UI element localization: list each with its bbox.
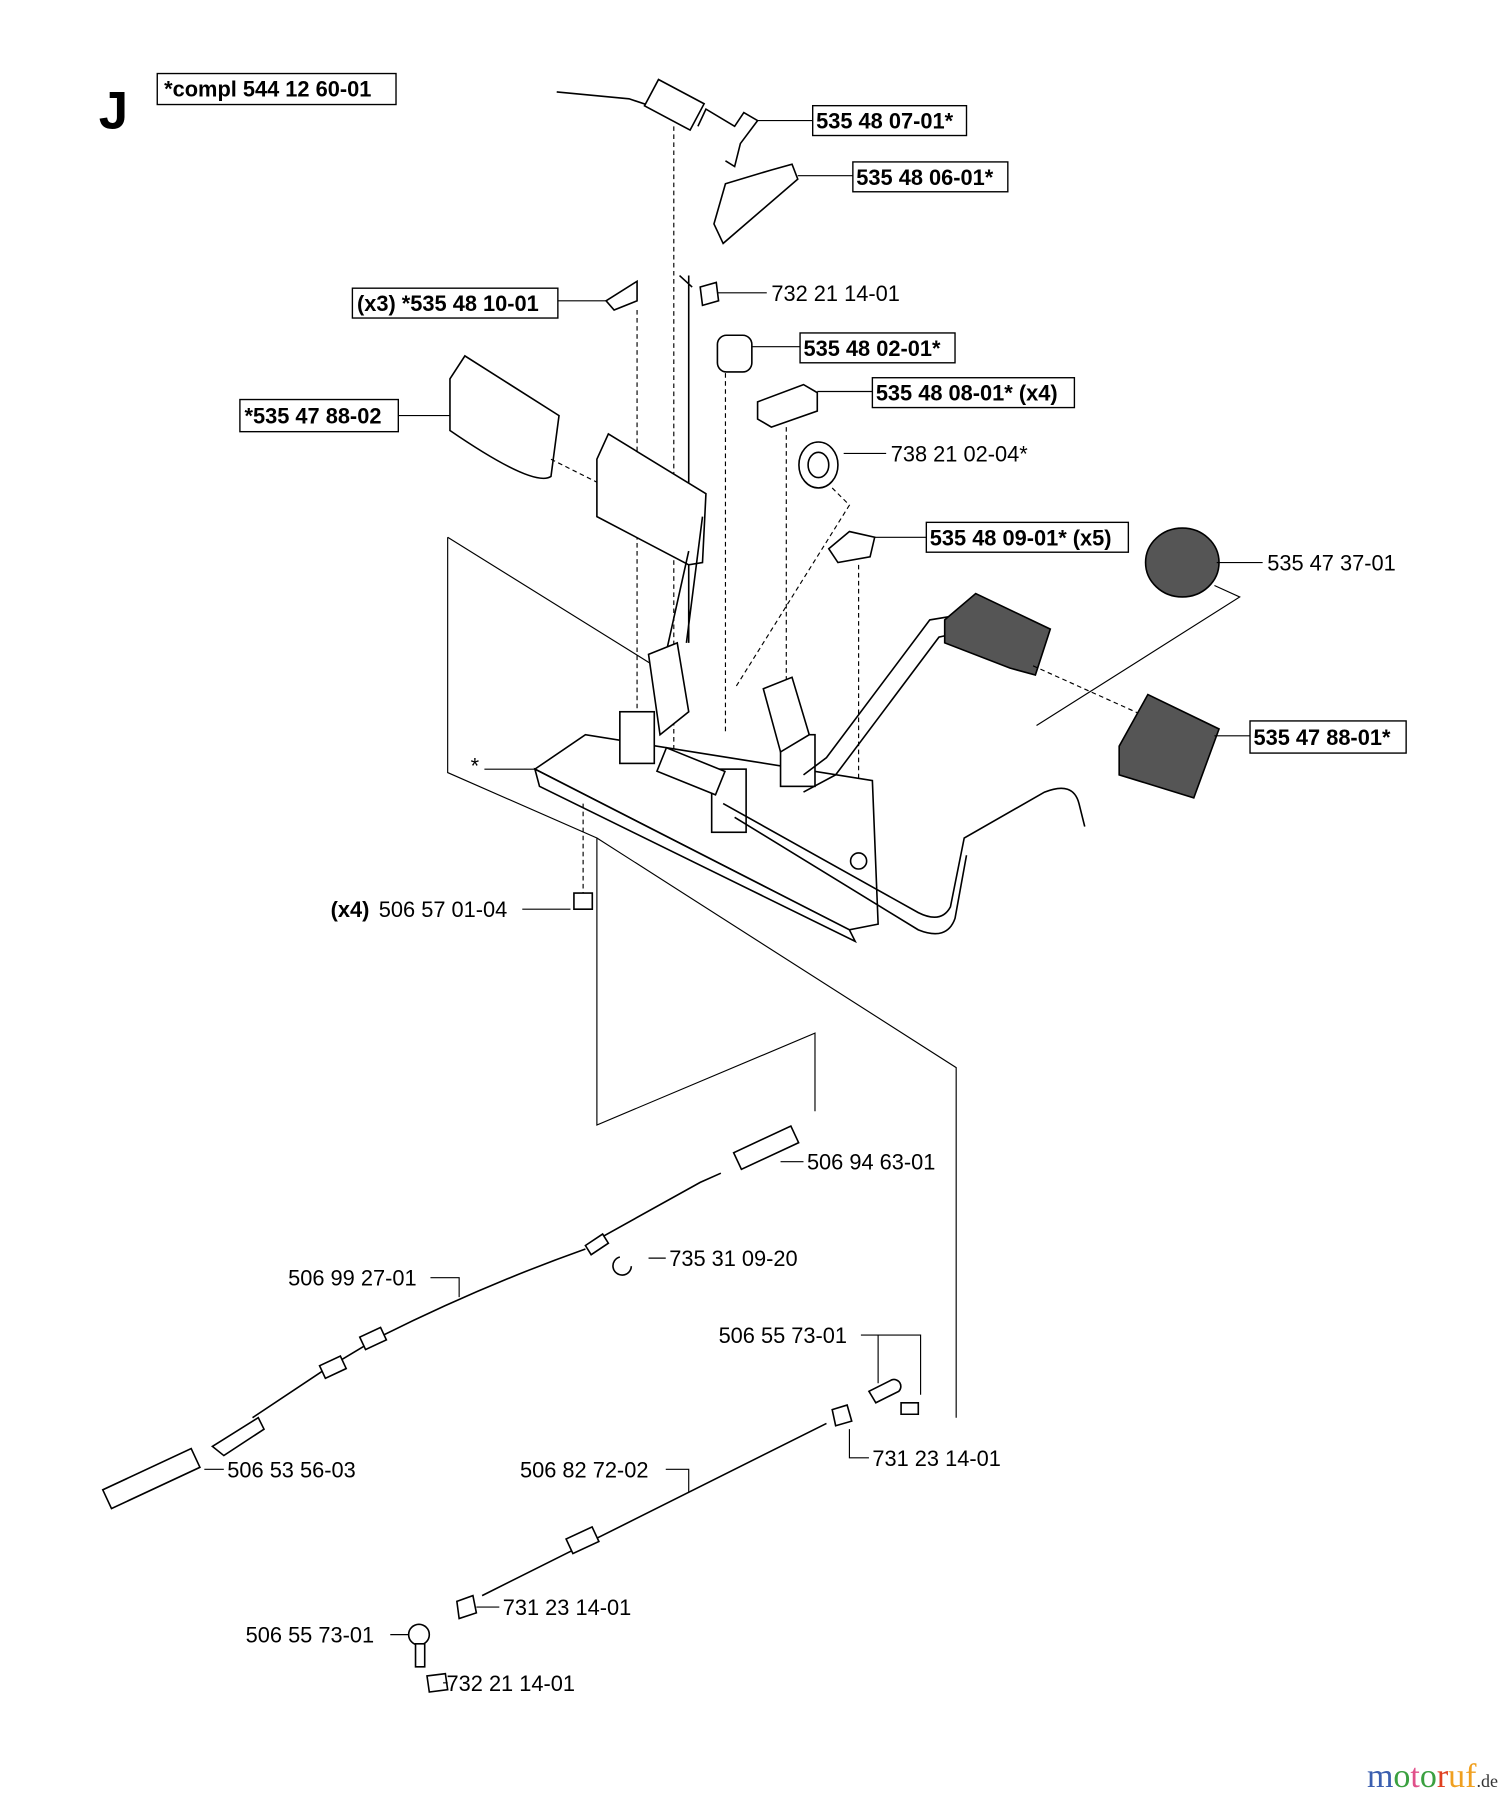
part-label-535-48-09-01[interactable]: 535 48 09-01* (x5) [925, 521, 1130, 553]
part-label-731-23-14-01[interactable]: 731 23 14-01 [872, 1446, 1000, 1471]
svg-text:*535 47 88-02: *535 47 88-02 [244, 404, 381, 429]
part-label-506-55-73-01[interactable]: 506 55 73-01 [719, 1323, 847, 1348]
svg-text:535 47 88-01*: 535 47 88-01* [1253, 725, 1390, 750]
part-label-535-48-07-01[interactable]: 535 48 07-01* [812, 104, 968, 137]
part-label-535-48-06-01[interactable]: 535 48 06-01* [852, 161, 1009, 193]
svg-text:(x3) *535 48 10-01: (x3) *535 48 10-01 [357, 291, 539, 316]
assembly-label[interactable]: *compl 544 12 60-01 [156, 72, 397, 106]
part-label-535-47-37-01[interactable]: 535 47 37-01 [1267, 551, 1395, 576]
part-label-506-53-56-03[interactable]: 506 53 56-03 [227, 1457, 355, 1482]
section-letter: J [99, 82, 128, 141]
part-label-738-21-02-04[interactable]: 738 21 02-04* [891, 442, 1028, 467]
part-label-506-57-01-04[interactable]: (x4) 506 57 01-04 [331, 897, 508, 922]
part-label-535-48-02-01[interactable]: 535 48 02-01* [799, 332, 956, 364]
part-label-732-21-14-01-lower[interactable]: 732 21 14-01 [447, 1671, 575, 1696]
part-label-506-82-72-02[interactable]: 506 82 72-02 [520, 1457, 648, 1482]
part-label-731-23-14-01-lower[interactable]: 731 23 14-01 [503, 1595, 631, 1620]
part-label-506-55-73-01-lower[interactable]: 506 55 73-01 [246, 1623, 374, 1648]
watermark-logo: motoruf.de [1366, 1758, 1498, 1795]
svg-text:535 48 02-01*: 535 48 02-01* [804, 336, 941, 361]
svg-text:506 57 01-04: 506 57 01-04 [379, 897, 507, 922]
svg-text:535 48 09-01* (x5): 535 48 09-01* (x5) [930, 525, 1112, 550]
svg-text:535 48 07-01*: 535 48 07-01* [816, 109, 953, 134]
part-label-535-47-88-02[interactable]: *535 47 88-02 [239, 398, 399, 433]
part-label-506-94-63-01[interactable]: 506 94 63-01 [807, 1150, 935, 1175]
part-label-535-47-88-01[interactable]: 535 47 88-01* [1249, 720, 1407, 754]
part-label-506-99-27-01[interactable]: 506 99 27-01 [288, 1266, 416, 1291]
part-label-732-21-14-01[interactable]: 732 21 14-01 [771, 281, 899, 306]
part-label-735-31-09-20[interactable]: 735 31 09-20 [669, 1246, 797, 1271]
assembly-marker: * [471, 754, 480, 779]
svg-text:(x4): (x4) [331, 897, 370, 922]
svg-text:*compl 544 12 60-01: *compl 544 12 60-01 [164, 76, 371, 101]
part-label-535-48-10-01[interactable]: (x3) *535 48 10-01 [351, 287, 559, 319]
exploded-parts-drawing [101, 78, 1241, 1693]
svg-text:535 48 08-01* (x4): 535 48 08-01* (x4) [876, 381, 1058, 406]
part-label-535-48-08-01[interactable]: 535 48 08-01* (x4) [871, 377, 1076, 409]
leader-lines [204, 120, 1263, 1684]
svg-text:535 48 06-01*: 535 48 06-01* [856, 165, 993, 190]
